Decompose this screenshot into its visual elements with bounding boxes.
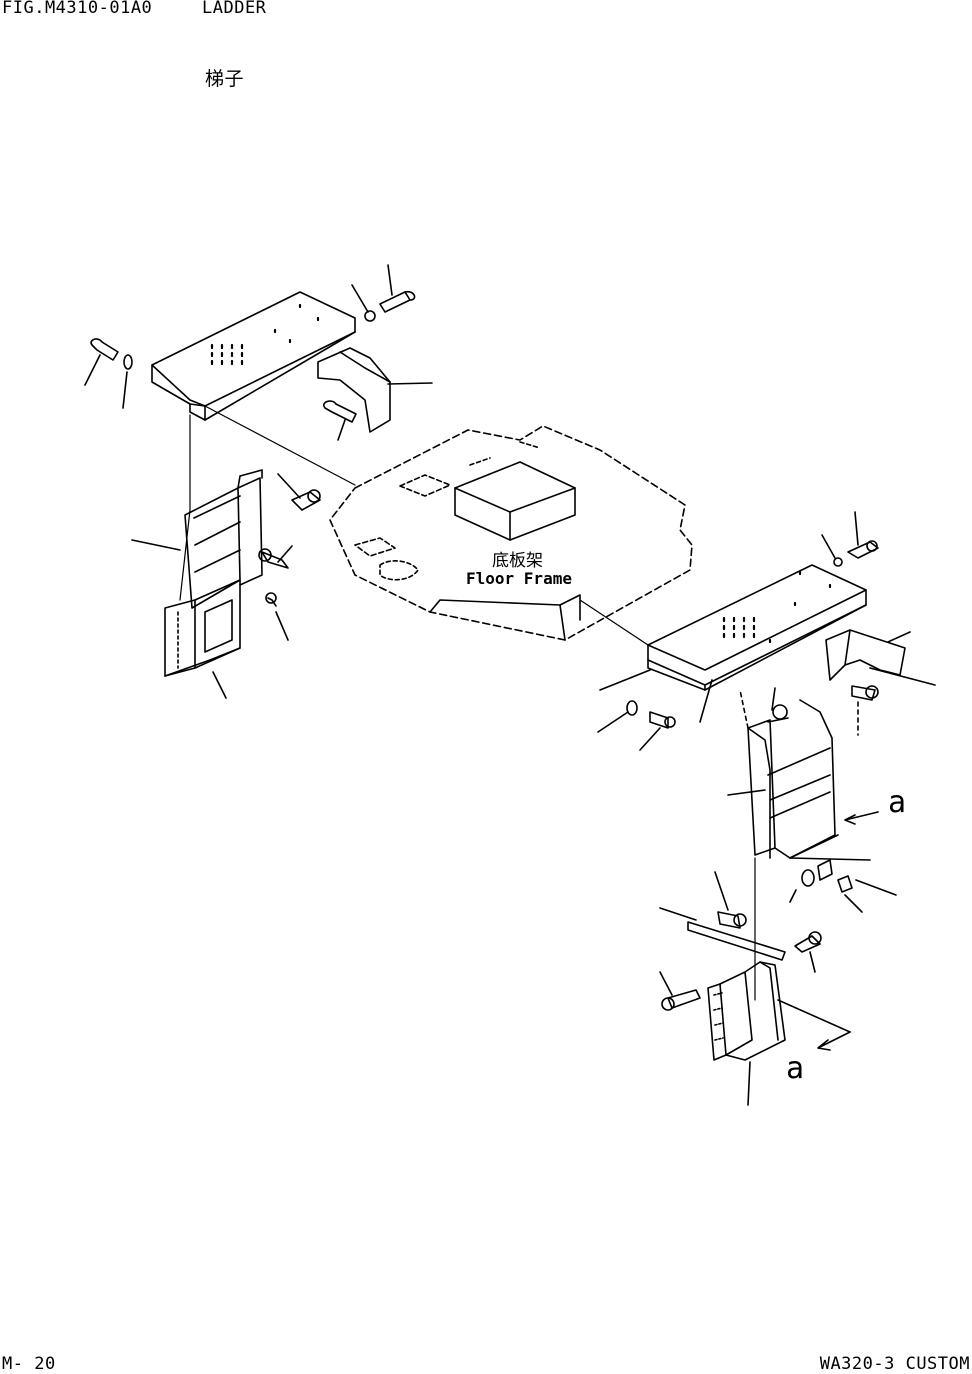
bolt-right-under bbox=[597, 669, 879, 751]
figure-number: FIG.M4310-01A0 bbox=[2, 0, 153, 18]
left-ladder bbox=[131, 414, 263, 699]
bolt-left-mid bbox=[323, 400, 357, 441]
bolt-left-ladder bbox=[258, 473, 321, 641]
page-number: M- 20 bbox=[2, 1354, 56, 1374]
bolt-right-ladder bbox=[659, 871, 822, 1011]
nut-washer-cluster bbox=[789, 857, 897, 913]
bolt-left-outer bbox=[84, 338, 133, 409]
view-mark-a-upper: a bbox=[888, 785, 906, 820]
figure-title-cn: 梯子 bbox=[205, 68, 245, 90]
right-ladder-upper bbox=[727, 687, 839, 1001]
floor-frame-label-en: Floor Frame bbox=[466, 569, 572, 588]
right-step-platform bbox=[647, 564, 911, 691]
view-arrow-lower bbox=[817, 1031, 851, 1051]
floor-frame bbox=[329, 425, 693, 641]
right-ladder-lower bbox=[707, 961, 851, 1106]
mounting-bar bbox=[659, 907, 786, 961]
view-mark-a-lower: a bbox=[786, 1051, 804, 1086]
left-step-platform bbox=[151, 291, 391, 433]
bolt-left-top bbox=[351, 264, 416, 322]
figure-title: LADDER bbox=[202, 0, 267, 18]
view-arrow-upper bbox=[844, 811, 879, 825]
bolt-right-top bbox=[821, 511, 879, 567]
machine-model: WA320-3 CUSTOM bbox=[819, 1354, 970, 1374]
floor-frame-label-cn: 底板架 bbox=[492, 551, 543, 571]
